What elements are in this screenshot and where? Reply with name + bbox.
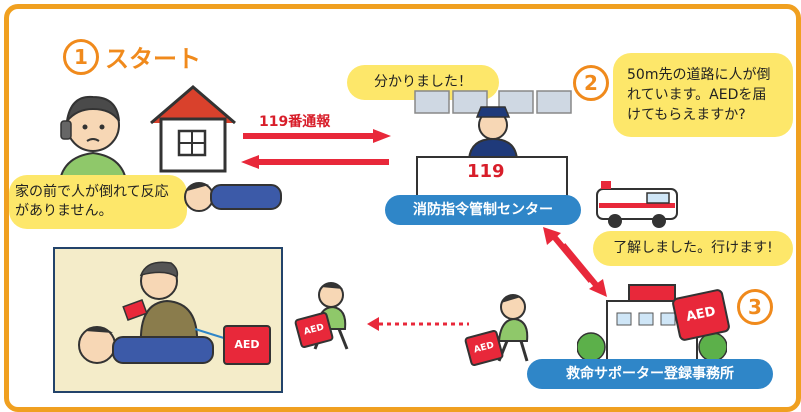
dispatch-officer-icon xyxy=(414,90,572,198)
collapsed-person-icon xyxy=(184,182,282,212)
scene-aed-box: AED xyxy=(223,325,271,365)
step3-number: 3 xyxy=(737,289,773,325)
caller-person-icon xyxy=(57,95,129,187)
request-speech-bubble: 50m先の道路に人が倒れています。AEDを届けてもらえますか? xyxy=(613,53,793,137)
aed-scene-illustration xyxy=(78,261,228,364)
diagram-frame: 1 スタート 家の前で人が倒れて反応がありません。 119番通報 分かりました！ xyxy=(4,4,801,412)
step1-title: スタート xyxy=(105,45,201,73)
report-label: 119番通報 xyxy=(259,114,331,130)
ambulance-icon xyxy=(596,181,678,228)
office-label: 救命サポーター登録事務所 xyxy=(527,359,773,389)
center-office-arrows xyxy=(543,227,607,297)
runner-near-office-icon xyxy=(497,294,529,362)
caller-speech-bubble: 家の前で人が倒れて反応がありません。 xyxy=(9,175,187,229)
aed-scene-panel: AED xyxy=(53,247,283,393)
step2-number: 2 xyxy=(573,65,609,101)
dispatch-center-label: 消防指令管制センター xyxy=(385,195,581,225)
step1-number: 1 xyxy=(63,39,99,75)
desk-number: 119 xyxy=(467,161,505,182)
reply-speech-bubble: 了解しました。行けます! xyxy=(593,231,793,266)
report-arrows xyxy=(241,129,391,169)
house-icon xyxy=(150,85,236,173)
delivery-dotted-arrow xyxy=(367,317,469,331)
